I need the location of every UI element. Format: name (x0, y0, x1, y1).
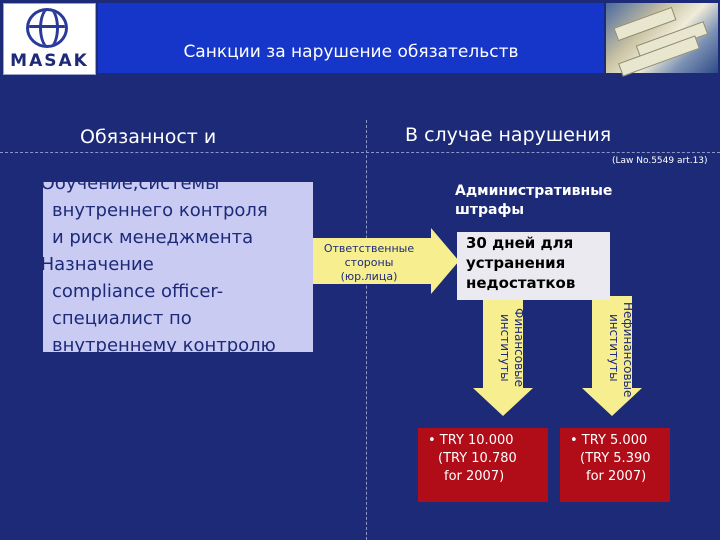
arrow-label-line2: стороны (345, 256, 394, 269)
title-banner (98, 3, 604, 73)
duty-item: •Обучение,системы (30, 173, 220, 194)
duty-item-line: специалист по (52, 308, 192, 329)
duties-heading: Обязанност и (80, 126, 217, 148)
masak-logo: MASAK (3, 3, 96, 75)
responsible-parties-arrow: Ответственные стороны (юр.лица) (313, 228, 459, 294)
duty-item: •Назначение (30, 254, 154, 275)
violation-heading: В случае нарушения (405, 124, 612, 146)
fine-amount: • TRY 5.000 (570, 433, 648, 448)
remediation-text: 30 дней для устранения недостатков (466, 222, 616, 293)
logo-text: MASAK (10, 51, 89, 71)
financial-institutions-label: Финансовые институты (498, 308, 526, 388)
fine-year: for 2007) (444, 469, 505, 484)
money-image (606, 3, 718, 77)
duties-panel (43, 182, 313, 352)
fine-year: for 2007) (586, 469, 647, 484)
administrative-fines: Административные штрафы (455, 182, 612, 220)
nonfinancial-fine-box: • TRY 5.000 (TRY 5.390 for 2007) (560, 428, 670, 502)
nonfinancial-arrow (582, 296, 642, 416)
duties-list: •Обучение,системы внутреннего контроля и… (30, 170, 330, 359)
arrow-label-line1: Ответственные (324, 242, 414, 255)
arrow-label-line3: (юр.лица) (341, 270, 398, 283)
fine-amount-2007: (TRY 10.780 (438, 451, 517, 466)
fine-amount: • TRY 10.000 (428, 433, 514, 448)
duty-item-line: и риск менеджмента (52, 227, 254, 248)
remediation-line2: устранения (466, 254, 566, 272)
duty-item-line: внутреннего контроля (52, 200, 268, 221)
admin-line1: Административные (455, 183, 613, 199)
page-title: Санкции за нарушение обязательств (183, 42, 519, 62)
remediation-line3: недостатков (466, 274, 576, 292)
remediation-box (457, 232, 610, 300)
divider-line (0, 152, 720, 153)
law-reference: (Law No.5549 art.13) (612, 156, 708, 166)
financial-fine-box: • TRY 10.000 (TRY 10.780 for 2007) (418, 428, 548, 502)
divider-vertical (366, 120, 367, 540)
admin-line2: штрафы (455, 202, 525, 218)
globe-icon (26, 8, 68, 48)
financial-arrow (473, 296, 533, 416)
fine-amount-2007: (TRY 5.390 (580, 451, 651, 466)
remediation-line1: 30 дней для (466, 234, 574, 252)
duty-item-line: compliance officer- (52, 281, 224, 302)
duty-item-line: внутреннему контролю (52, 335, 276, 356)
nonfinancial-institutions-label: Нефинансовые институты (607, 302, 635, 398)
